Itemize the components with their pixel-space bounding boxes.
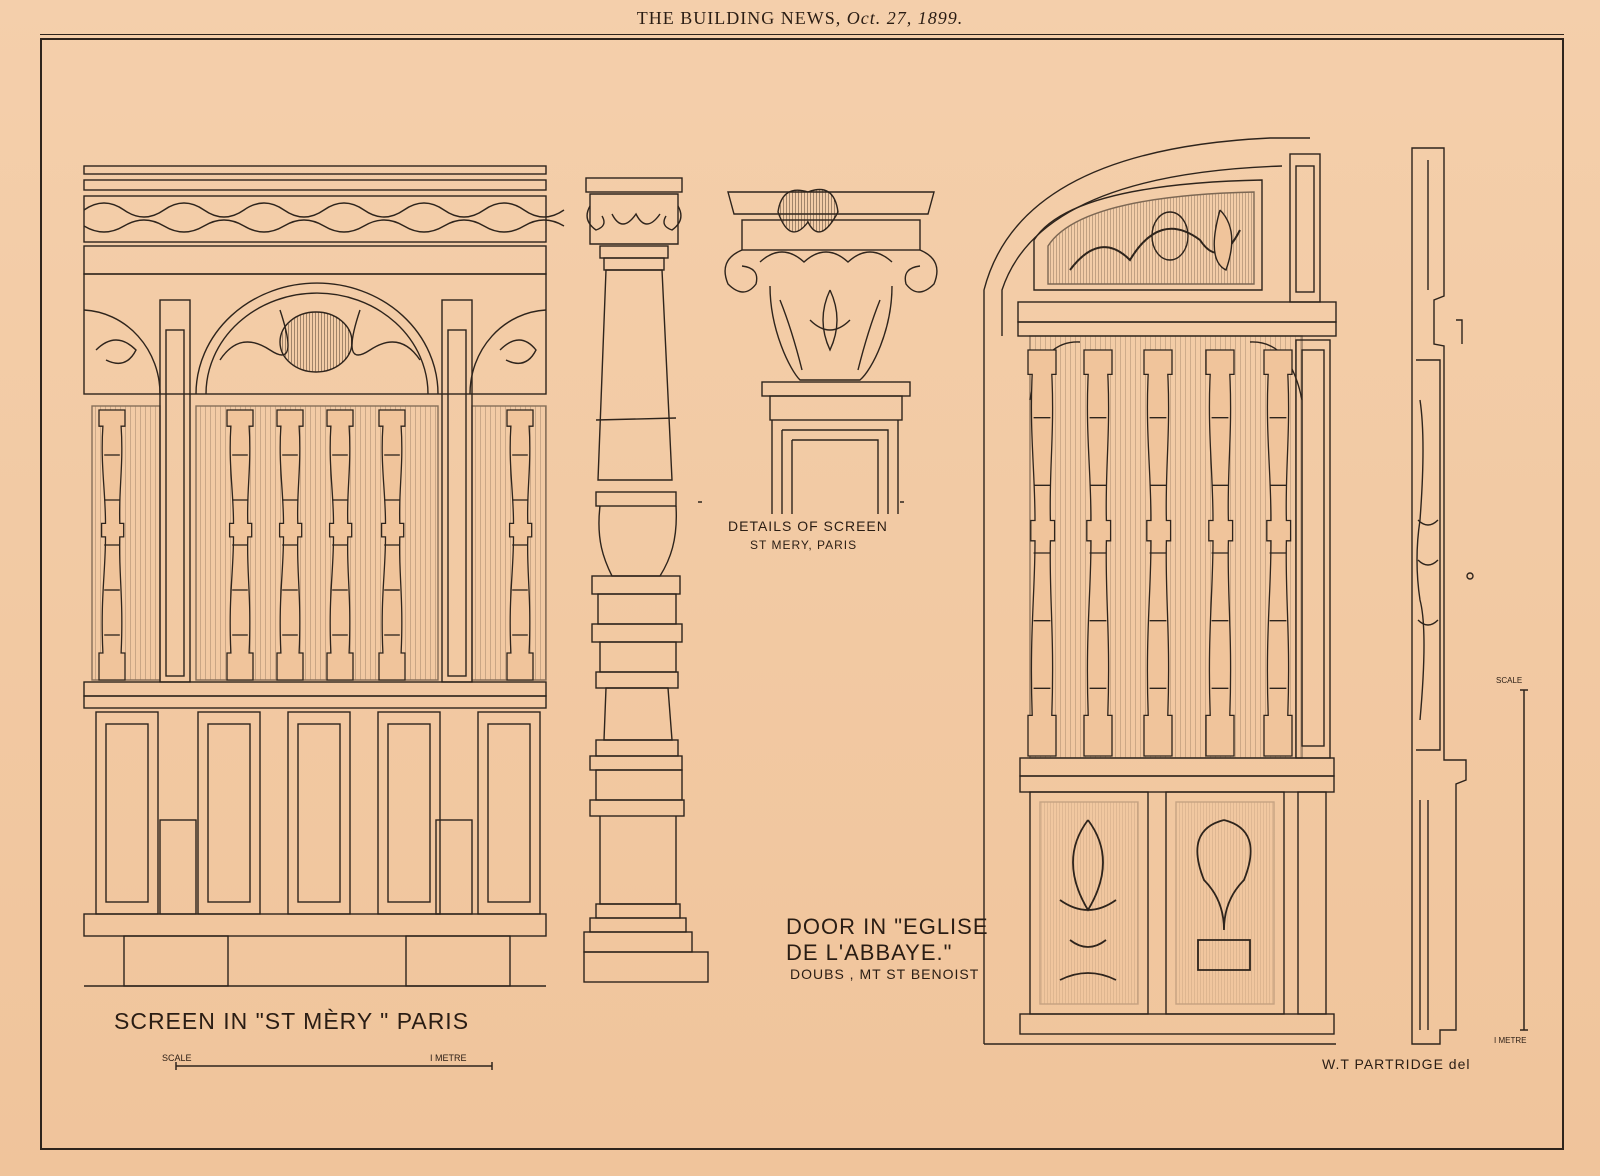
page-header: THE BUILDING NEWS, Oct. 27, 1899. — [636, 8, 964, 28]
screen-balusters — [98, 409, 534, 681]
door-baluster — [1143, 349, 1173, 757]
caption-details-of-screen: DETAILS OF SCREEN — [728, 518, 888, 534]
scale-unit-screen: I METRE — [430, 1053, 467, 1063]
door-baluster — [1205, 349, 1235, 757]
screen-st-mery-elevation — [83, 165, 565, 987]
scale-label-door: SCALE — [1496, 676, 1523, 685]
scale-label-screen: SCALE — [162, 1053, 192, 1063]
screen-baluster — [378, 409, 406, 681]
door-baluster — [1083, 349, 1113, 757]
door-baluster — [1027, 349, 1057, 757]
caption-door-line2: DE L'ABBAYE." — [786, 940, 953, 965]
caption-door-line1: DOOR IN "EGLISE — [786, 914, 989, 939]
plate-border — [40, 38, 1564, 1150]
caption-details-location: ST MERY, PARIS — [750, 538, 858, 552]
screen-baluster — [506, 409, 534, 681]
caption-door-location: DOUBS , MT ST BENOIST — [790, 966, 980, 982]
door-baluster — [1263, 349, 1293, 757]
scale-unit-door: I METRE — [1494, 1036, 1527, 1045]
screen-baluster — [226, 409, 254, 681]
caption-screen-st-mery: SCREEN IN "ST MÈRY " PARIS — [114, 1008, 470, 1034]
publication-title: THE BUILDING NEWS — [636, 8, 836, 28]
scale-bar-door — [1520, 689, 1528, 1031]
header-rule — [40, 34, 1564, 35]
scale-bar-screen — [175, 1062, 493, 1070]
screen-baluster — [276, 409, 304, 681]
caption-artist-signature: W.T PARTRIDGE del — [1322, 1056, 1471, 1072]
screen-baluster — [326, 409, 354, 681]
door-balusters — [1027, 349, 1293, 757]
publication-date: Oct. 27, 1899. — [846, 8, 964, 28]
screen-baluster — [98, 409, 126, 681]
capital-detail — [698, 188, 938, 514]
column-elevation — [583, 177, 709, 983]
door-section-profile — [1411, 147, 1474, 1045]
